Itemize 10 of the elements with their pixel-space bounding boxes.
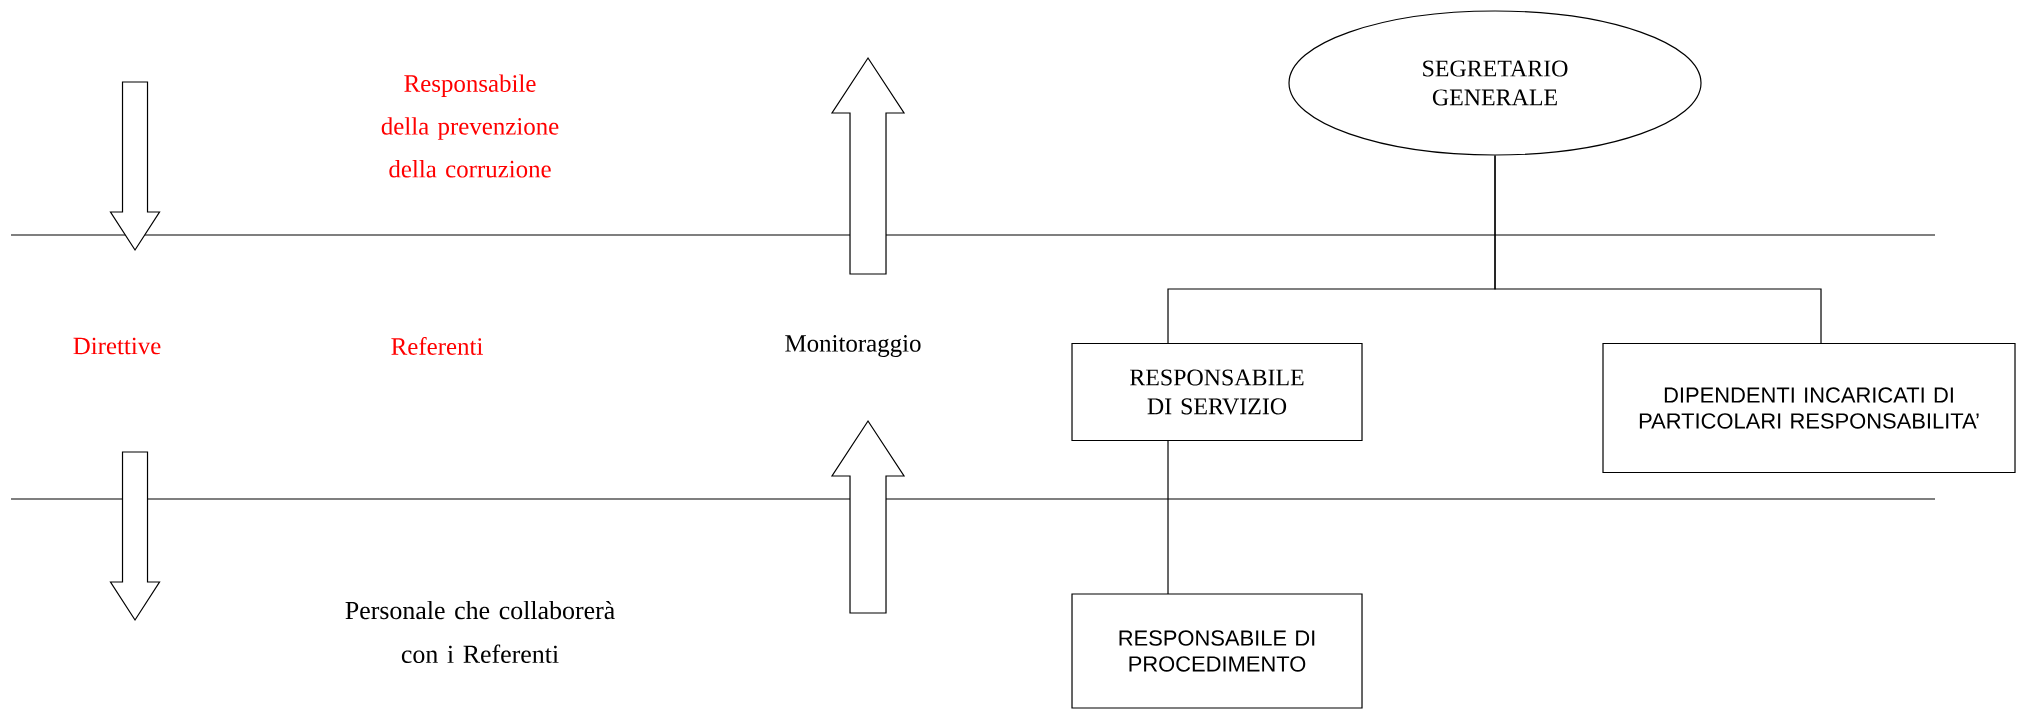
role-box: DIPENDENTI INCARICATI DI PARTICOLARI RESPONSABILITA’: [1602, 342, 2016, 474]
connector-line: [1167, 439, 1169, 595]
text-label: Monitoraggio: [785, 335, 921, 357]
role-box: RESPONSABILE DI PROCEDIMENTO: [1071, 593, 1363, 709]
text-label: Personale che collaborerà con i Referenti: [345, 600, 615, 664]
text-label: Responsabile della prevenzione della corruzione: [381, 74, 559, 178]
role-box: RESPONSABILE DI SERVIZIO: [1071, 342, 1363, 442]
connector-line: [1494, 155, 1822, 344]
text-label: Referenti: [391, 337, 483, 355]
text-label: Direttive: [73, 337, 161, 355]
